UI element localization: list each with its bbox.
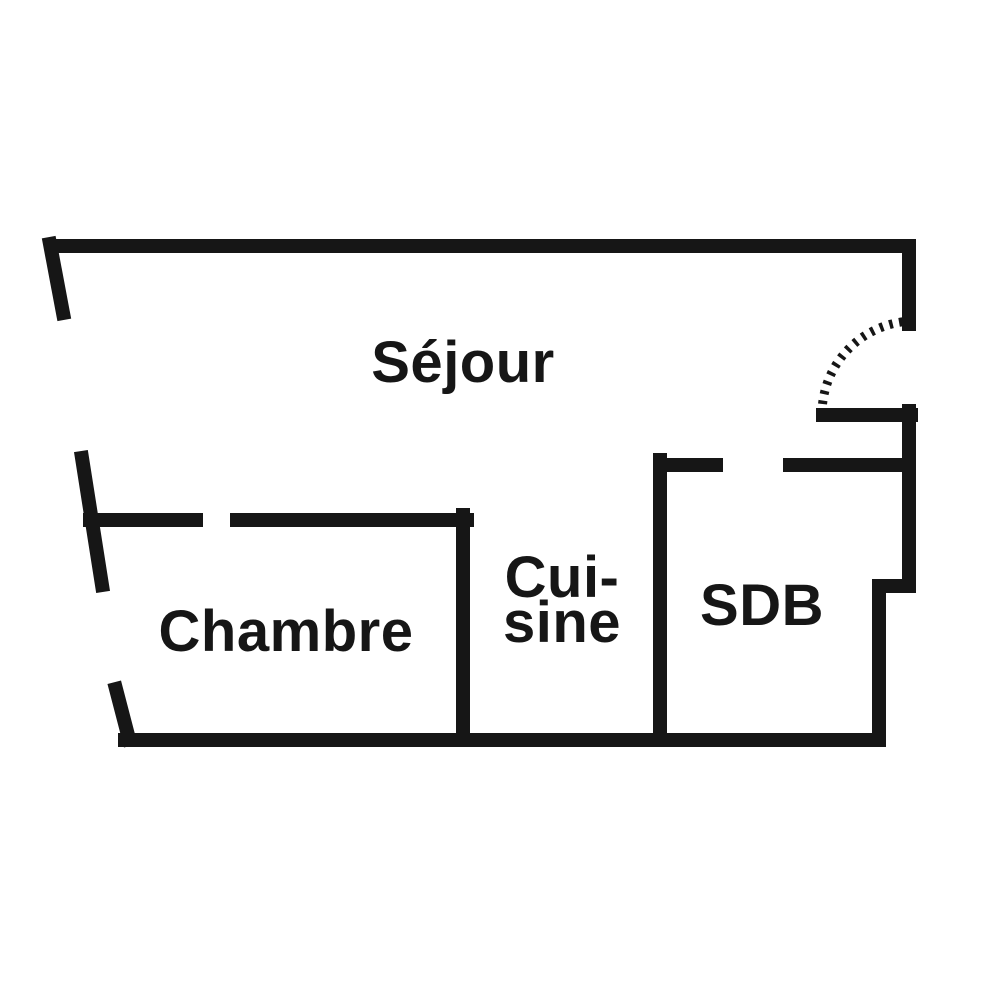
room-label-cuisine-line1: Cui- bbox=[504, 545, 620, 610]
room-label-cuisine-line2: sine bbox=[502, 590, 622, 655]
room-label-sejour: Séjour bbox=[371, 330, 555, 395]
wall-right-step-and-bottom bbox=[118, 404, 916, 747]
room-label-chambre: Chambre bbox=[158, 599, 414, 664]
wall-top-and-right-upper bbox=[45, 239, 916, 331]
room-label-sdb: SDB bbox=[700, 573, 824, 638]
walls bbox=[41, 235, 918, 748]
wall-left-upper-segment bbox=[41, 235, 72, 322]
room-label-cuisine: Cui- sine bbox=[502, 545, 622, 655]
wall-left-lower-segment bbox=[107, 680, 138, 748]
entry-door-swing-arc bbox=[817, 316, 916, 415]
